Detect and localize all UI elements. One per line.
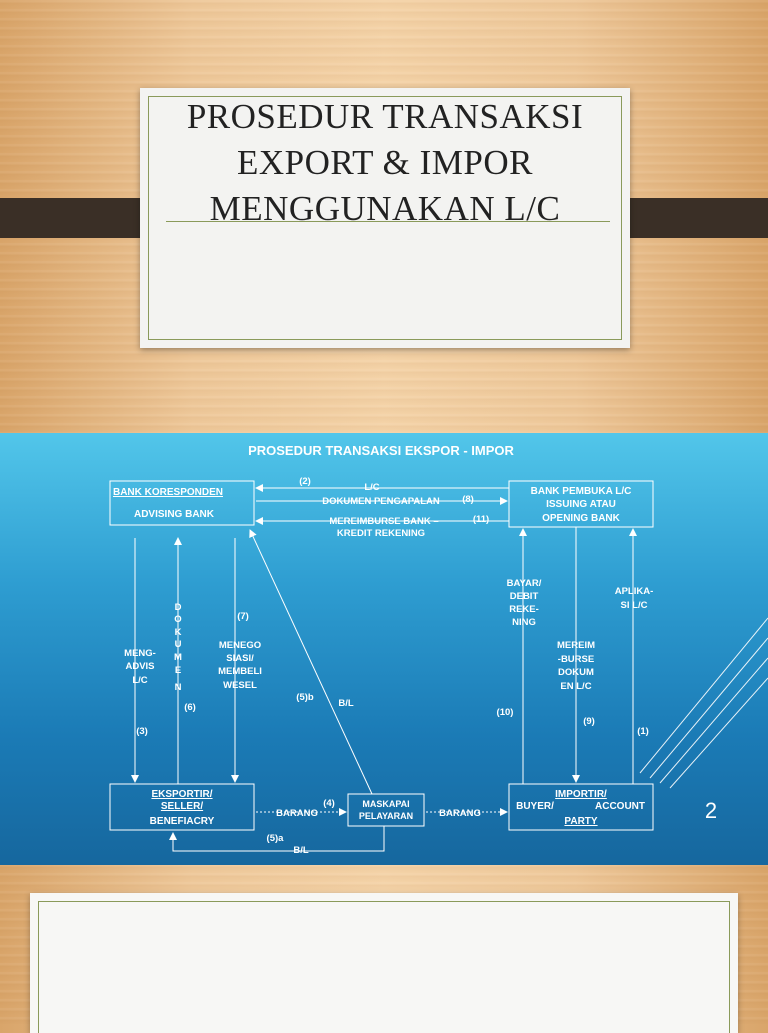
- bank-pembuka-box: [508, 480, 654, 528]
- mereimburse-bank-label: MEREIMBURSE BANK –: [329, 516, 438, 527]
- right-strap: [612, 198, 768, 238]
- title-line-1: PROSEDUR TRANSAKSI: [186, 97, 584, 136]
- decorative-lines: [639, 617, 768, 789]
- kredit-rekening-label: KREDIT REKENING: [337, 528, 425, 539]
- lc2-label: L/C: [132, 675, 147, 686]
- dokumen-letter-n: N: [175, 682, 182, 693]
- dokumen-letter-e: E: [175, 665, 181, 676]
- bl-return-arrow: [169, 826, 385, 852]
- bl-label: B/L: [338, 698, 354, 709]
- eksportir-box: [109, 783, 255, 831]
- step-6-label: (6): [184, 702, 196, 713]
- ning-label: NING: [512, 617, 536, 628]
- eksportir-label-1: EKSPORTIR/: [151, 789, 212, 800]
- burse-label: -BURSE: [558, 654, 594, 665]
- maskapai-label-1: MASKAPAI: [362, 799, 409, 809]
- bank-koresponden-box: [109, 480, 255, 526]
- importir-label-3: ACCOUNT: [595, 801, 645, 812]
- step-2-label: (2): [299, 476, 311, 487]
- membeli-label: MEMBELI: [218, 666, 262, 677]
- dokumen-letter-o: O: [174, 614, 181, 625]
- step-8-label: (8): [462, 494, 474, 505]
- dokum-label: DOKUM: [558, 667, 594, 678]
- eksportir-label-2: SELLER/: [161, 801, 203, 812]
- bank-pembuka-label-1: BANK PEMBUKA L/C: [531, 486, 632, 497]
- advis-label: ADVIS: [125, 661, 154, 672]
- importir-box: [508, 783, 654, 831]
- bl2-label: B/L: [293, 845, 309, 856]
- next-slide-frame: [38, 901, 730, 1033]
- importir-label-2: BUYER/: [516, 801, 554, 812]
- maskapai-box: [347, 793, 425, 827]
- bank-pembuka-label-3: OPENING BANK: [542, 513, 621, 524]
- step-5a-label: (5)a: [267, 833, 285, 844]
- diagram-slide: PROSEDUR TRANSAKSI EKSPOR - IMPOR BANK K…: [0, 433, 768, 865]
- debit-label: DEBIT: [510, 591, 539, 602]
- bank-pembuka-label-2: ISSUING ATAU: [546, 499, 616, 510]
- lc-label: L/C: [364, 482, 379, 493]
- aplika-label: APLIKA-: [615, 586, 654, 597]
- step-9-label: (9): [583, 716, 595, 727]
- diagram-heading: PROSEDUR TRANSAKSI EKSPOR - IMPOR: [248, 443, 514, 458]
- menego-label: MENEGO: [219, 640, 261, 651]
- dokumen-letter-u: U: [175, 639, 182, 650]
- en-lc-label: EN L/C: [560, 681, 591, 692]
- si-lc-label: SI L/C: [621, 600, 648, 611]
- bayar-label: BAYAR/: [507, 578, 542, 589]
- step-5b-label: (5)b: [296, 692, 314, 703]
- eksportir-label-3: BENEFIACRY: [150, 816, 215, 827]
- step-1-label: (1): [637, 726, 649, 737]
- maskapai-label-2: PELAYARAN: [359, 811, 413, 821]
- step-7-label: (7): [237, 611, 249, 622]
- title-line-2: EXPORT & IMPOR: [237, 143, 533, 182]
- meng-label: MENG-: [124, 648, 156, 659]
- bl-diagonal-arrow: [249, 529, 373, 795]
- wesel-label: WESEL: [223, 680, 257, 691]
- importir-label-4: PARTY: [564, 816, 597, 827]
- page-number: 2: [705, 798, 717, 823]
- left-strap: [0, 198, 156, 238]
- barang-label-1: BARANG: [276, 808, 318, 819]
- next-slide-card: [30, 893, 738, 1033]
- step-11-label: (11): [473, 514, 489, 525]
- dokumen-letter-m: M: [174, 652, 182, 663]
- dokumen-letter-k: K: [175, 627, 182, 638]
- mereim-label: MEREIM: [557, 640, 595, 651]
- siasi-label: SIASI/: [226, 653, 254, 664]
- step-3-label: (3): [136, 726, 148, 737]
- step-10-label: (10): [497, 707, 514, 718]
- advising-bank-label: ADVISING BANK: [134, 509, 215, 520]
- title-underline: [166, 221, 610, 222]
- title-slide-frame: [148, 96, 622, 340]
- procedure-diagram: PROSEDUR TRANSAKSI EKSPOR - IMPOR BANK K…: [109, 443, 768, 856]
- title-slide-card: PROSEDUR TRANSAKSI EXPORT & IMPOR MENGGU…: [140, 88, 630, 348]
- importir-label-1: IMPORTIR/: [555, 789, 607, 800]
- step-4-label: (4): [323, 798, 335, 809]
- bank-koresponden-label: BANK KORESPONDEN: [113, 487, 223, 498]
- barang-label-2: BARANG: [439, 808, 481, 819]
- title-slide-heading: PROSEDUR TRANSAKSI EXPORT & IMPOR MENGGU…: [140, 94, 630, 232]
- dokumen-pengapalan-label: DOKUMEN PENGAPALAN: [322, 496, 440, 507]
- dokumen-letter-d: D: [175, 602, 182, 613]
- title-line-3: MENGGUNAKAN L/C: [209, 189, 561, 228]
- reke-label: REKE-: [509, 604, 539, 615]
